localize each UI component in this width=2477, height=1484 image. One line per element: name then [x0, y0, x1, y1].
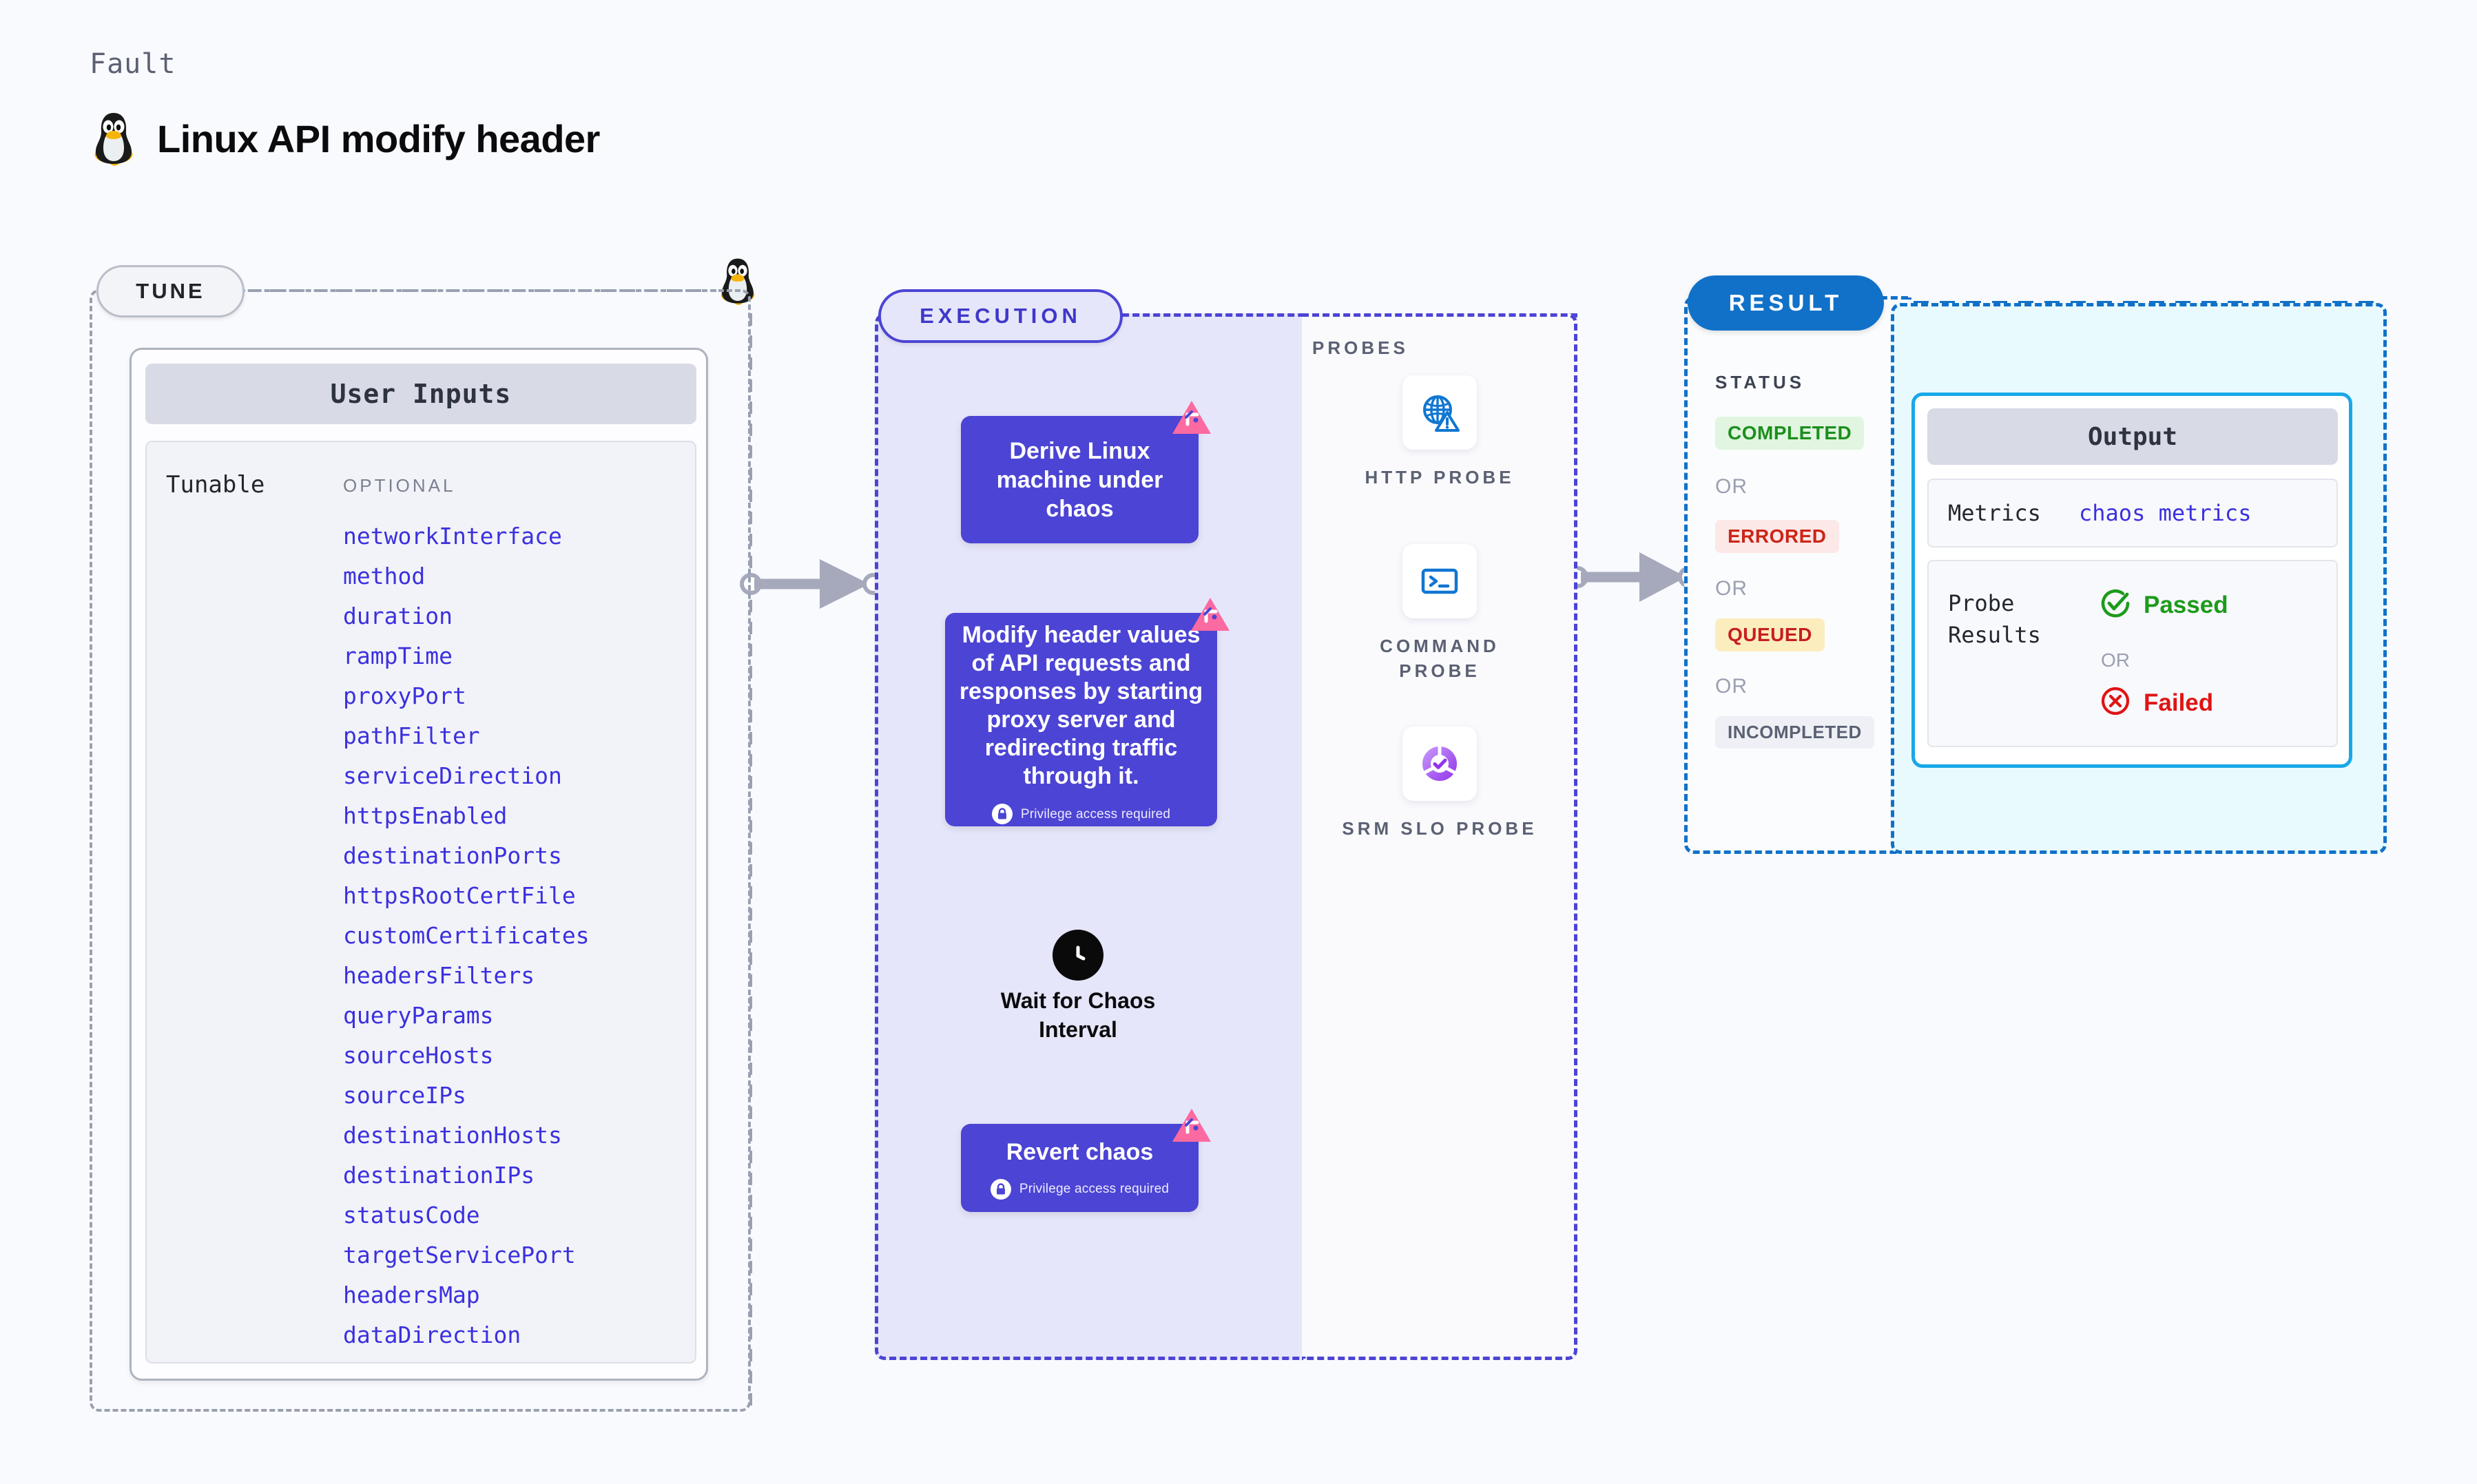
tunable-item[interactable]: proxyPort — [343, 682, 466, 709]
privilege-note: Privilege access required — [990, 1175, 1170, 1203]
metrics-key: Metrics — [1948, 500, 2041, 526]
result-panel — [1684, 296, 1911, 854]
tunable-item[interactable]: queryParams — [343, 1002, 494, 1029]
output-metrics-row: Metrics chaos metrics — [1927, 479, 2338, 547]
failed-label: Failed — [2144, 689, 2214, 716]
tunable-item[interactable]: headersMap — [343, 1282, 480, 1308]
tunable-item[interactable]: serviceDirection — [343, 762, 562, 789]
status-badge-queued: QUEUED — [1715, 618, 1825, 651]
probe-label: HTTP PROBE — [1365, 467, 1515, 488]
terminal-icon — [1402, 544, 1477, 618]
or-separator: OR — [2101, 649, 2130, 671]
optional-label: OPTIONAL — [343, 475, 456, 496]
lock-icon — [990, 1179, 1011, 1200]
tunable-item[interactable]: destinationHosts — [343, 1122, 562, 1149]
tunable-item[interactable]: destinationIPs — [343, 1162, 535, 1189]
tunable-item[interactable]: pathFilter — [343, 722, 480, 749]
tunable-item[interactable]: httpsEnabled — [343, 802, 508, 829]
probe-label: COMMAND PROBE — [1380, 636, 1500, 681]
page-title-row: Linux API modify header — [90, 110, 600, 167]
metrics-value[interactable]: chaos metrics — [2079, 500, 2252, 526]
tunable-item[interactable]: sourceIPs — [343, 1082, 466, 1109]
probe-results-key: Probe Results — [1948, 590, 2041, 648]
page-title: Linux API modify header — [157, 116, 600, 160]
result-pill[interactable]: RESULT — [1688, 275, 1884, 331]
tunable-item[interactable]: networkInterface — [343, 523, 562, 550]
clock-icon — [1053, 930, 1103, 981]
tunable-box: Tunable OPTIONAL networkInterface method… — [145, 441, 696, 1363]
or-separator: OR — [1715, 577, 1748, 600]
privilege-text: Privilege access required — [1020, 806, 1171, 822]
tunable-item[interactable]: headersFilters — [343, 962, 535, 989]
tunable-item[interactable]: method — [343, 563, 426, 589]
execution-node-revert[interactable]: Revert chaos Privilege access required — [961, 1109, 1211, 1212]
globe-warning-icon — [1402, 375, 1477, 450]
lock-icon — [991, 804, 1013, 824]
user-inputs-title: User Inputs — [145, 364, 696, 424]
status-title: STATUS — [1715, 372, 1805, 393]
probe-label: SRM SLO PROBE — [1342, 818, 1537, 839]
probe-result-passed: Passed — [2100, 587, 2228, 623]
tunable-item[interactable]: httpsRootCertFile — [343, 882, 576, 909]
probe-http[interactable]: HTTP PROBE — [1336, 375, 1543, 490]
privilege-text: Privilege access required — [1019, 1182, 1170, 1196]
probes-panel — [1302, 313, 1577, 1360]
execution-node-label: Modify header values of API requests and… — [959, 621, 1203, 789]
probes-title: PROBES — [1312, 337, 1409, 358]
output-title: Output — [1927, 408, 2338, 465]
or-separator: OR — [1715, 475, 1748, 498]
user-inputs-card: User Inputs Tunable OPTIONAL networkInte… — [129, 348, 708, 1381]
status-badge-completed: COMPLETED — [1715, 417, 1865, 450]
page-eyebrow: Fault — [90, 48, 176, 80]
check-circle-icon — [2100, 587, 2131, 623]
or-separator: OR — [1715, 675, 1748, 698]
tunable-label: Tunable — [166, 471, 265, 499]
tune-panel — [90, 289, 751, 1412]
tunable-item[interactable]: destinationPorts — [343, 842, 562, 869]
tunable-item[interactable]: duration — [343, 603, 453, 629]
probe-result-failed: Failed — [2100, 685, 2213, 720]
output-card: Output Metrics chaos metrics Probe Resul… — [1911, 393, 2352, 768]
tunable-item[interactable]: sourceHosts — [343, 1042, 494, 1069]
tunable-list: networkInterface method duration rampTim… — [343, 516, 674, 1355]
tunable-item[interactable]: statusCode — [343, 1202, 480, 1229]
output-probe-results-row: Probe Results Passed OR — [1927, 560, 2338, 747]
passed-label: Passed — [2144, 591, 2228, 618]
srm-slo-icon — [1402, 727, 1477, 801]
chaos-corner-badge-icon — [1171, 1107, 1212, 1145]
linux-penguin-icon — [90, 110, 138, 167]
tunable-item[interactable]: rampTime — [343, 642, 453, 669]
probe-srm-slo[interactable]: SRM SLO PROBE — [1336, 727, 1543, 841]
chaos-corner-badge-icon — [1171, 399, 1212, 437]
execution-node-derive[interactable]: Derive Linux machine under chaos — [961, 401, 1211, 543]
probe-command[interactable]: COMMAND PROBE — [1336, 544, 1543, 683]
status-badge-incompleted: INCOMPLETED — [1715, 716, 1874, 749]
execution-node-label: Derive Linux machine under chaos — [996, 437, 1163, 522]
status-badge-errored: ERRORED — [1715, 520, 1839, 553]
tune-pill[interactable]: TUNE — [96, 265, 245, 317]
privilege-note: Privilege access required — [991, 800, 1171, 828]
execution-node-modify[interactable]: Modify header values of API requests and… — [945, 598, 1230, 828]
execution-pill[interactable]: EXECUTION — [878, 289, 1123, 343]
tunable-item[interactable]: targetServicePort — [343, 1242, 576, 1268]
execution-node-wait-label: Wait for Chaos Interval — [1000, 988, 1156, 1042]
chaos-corner-badge-icon — [1190, 596, 1231, 634]
tunable-item[interactable]: dataDirection — [343, 1321, 521, 1348]
tunable-item[interactable]: customCertificates — [343, 922, 590, 949]
x-circle-icon — [2100, 685, 2131, 720]
execution-node-label: Revert chaos — [1006, 1139, 1154, 1165]
